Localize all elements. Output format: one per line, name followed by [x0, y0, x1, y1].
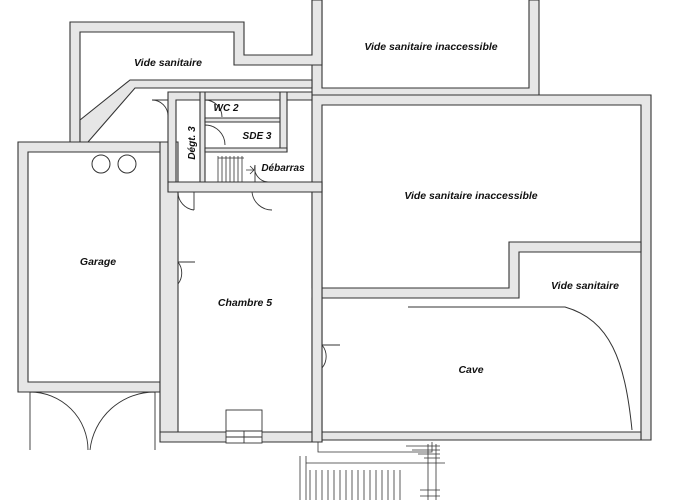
- label-sde: SDE 3: [243, 131, 272, 142]
- door-sde: [204, 124, 226, 146]
- label-wc: WC 2: [214, 103, 239, 114]
- wall-sde-bottom: [204, 147, 288, 153]
- wall-core-top: [167, 91, 313, 183]
- stairs-exterior: [299, 442, 445, 500]
- door-nw: [151, 99, 169, 117]
- door-garage-chambre: [177, 261, 195, 285]
- label-vide-sanitaire-nw: Vide sanitaire: [134, 57, 202, 69]
- door-wc: [204, 99, 223, 118]
- wall-cave-top: [321, 241, 642, 299]
- diagonal-wall: [79, 79, 313, 143]
- garage-door-left: [29, 391, 89, 451]
- wall-degt: [199, 91, 206, 183]
- label-garage: Garage: [80, 256, 116, 268]
- label-vide-sanitaire-inaccessible-top: Vide sanitaire inaccessible: [364, 41, 497, 53]
- door-chambre-top-right: [251, 191, 273, 211]
- door-debarras: [254, 164, 269, 183]
- wall-mid-right-outer: [311, 94, 652, 441]
- label-debarras: Débarras: [261, 163, 305, 174]
- label-vide-sanitaire-inaccessible-mid: Vide sanitaire inaccessible: [404, 190, 537, 202]
- wall-chambre-top: [167, 181, 323, 193]
- wall-chambre-right: [311, 181, 323, 443]
- label-degt: Dégt. 3: [187, 126, 198, 160]
- label-vide-sanitaire-east: Vide sanitaire: [551, 280, 619, 292]
- cave-curve: [408, 306, 633, 431]
- garage-door-right: [89, 391, 156, 451]
- label-chambre: Chambre 5: [218, 297, 272, 309]
- wall-sde-right: [279, 91, 288, 153]
- garage-fixtures: [91, 154, 137, 174]
- doors: [29, 99, 340, 451]
- door-chambre-cave: [321, 344, 340, 369]
- label-cave: Cave: [458, 364, 483, 376]
- door-chambre-top-left: [177, 191, 195, 211]
- walls: [17, 0, 652, 443]
- wall-wc-sde: [204, 117, 285, 123]
- stairs-degt: [217, 156, 255, 182]
